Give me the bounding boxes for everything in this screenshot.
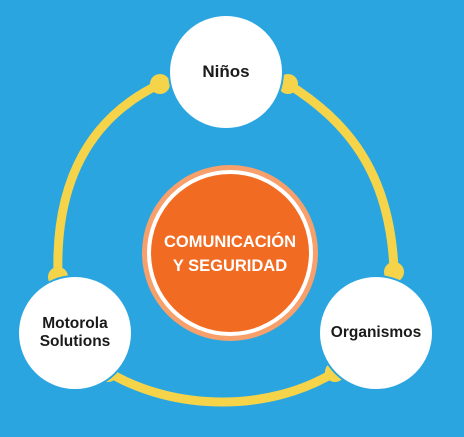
connector-arc-ninos-organismos bbox=[283, 79, 399, 275]
node-label-organismos: Organismos bbox=[330, 324, 422, 342]
connector-dot bbox=[150, 74, 170, 94]
center-label: COMUNICACIÓN Y SEGURIDAD bbox=[164, 233, 296, 275]
connector-arc-motorola-organismos bbox=[103, 367, 340, 407]
center-circle bbox=[151, 174, 309, 332]
node-circle-organismos bbox=[318, 275, 434, 391]
node-circle-ninos bbox=[168, 14, 284, 130]
node-label-ninos: Niños bbox=[202, 62, 250, 82]
node-label-motorola: Motorola Solutions bbox=[39, 315, 111, 350]
connector-arc-motorola-ninos bbox=[53, 79, 165, 280]
node-circle-motorola bbox=[17, 275, 133, 391]
